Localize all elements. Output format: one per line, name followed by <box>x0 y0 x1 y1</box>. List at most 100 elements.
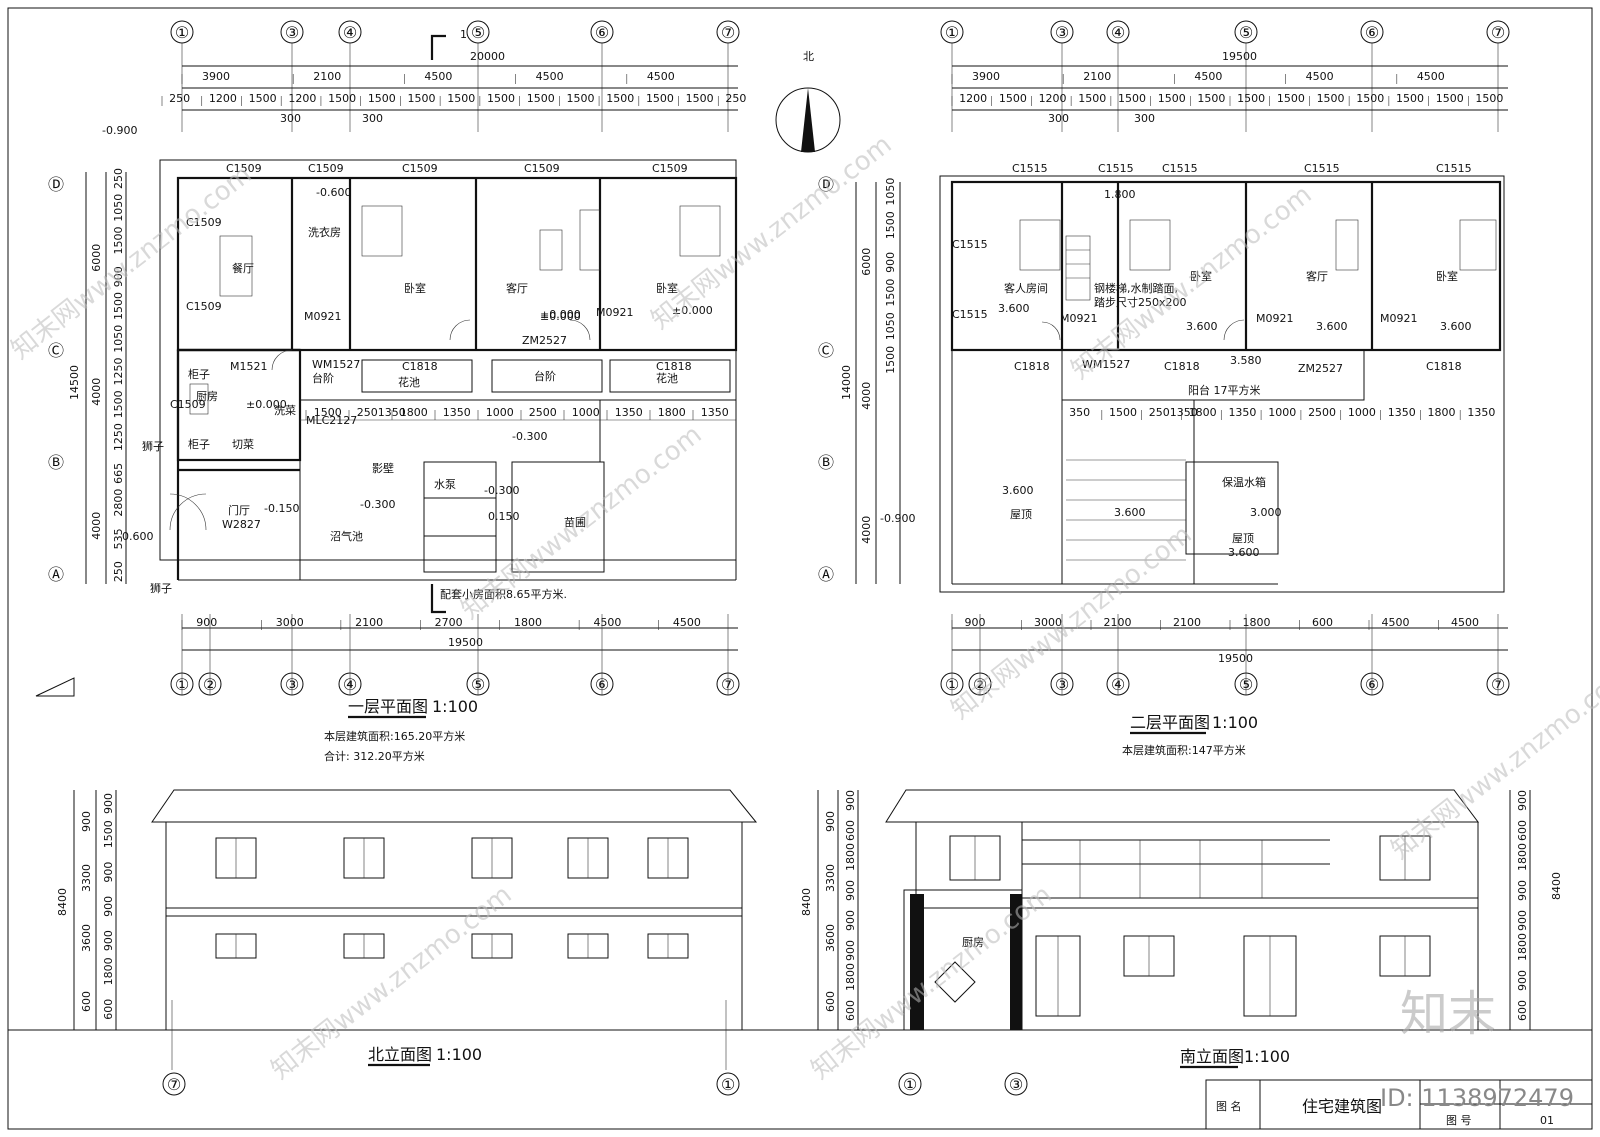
plan1-left2-dim: 1500 <box>112 390 125 418</box>
plan2-top2-dim: 1500 <box>1197 92 1225 105</box>
plan1-top2-dim: 1500 <box>408 92 436 105</box>
plan1-left2-dim: 1500 <box>112 292 125 320</box>
plan1-opening: M1521 <box>230 360 268 373</box>
plan1-room: 柜子 <box>188 368 210 381</box>
plan2-room: 卧室 <box>1436 269 1458 283</box>
plan1-left1-dim: 4000 <box>90 512 103 540</box>
plan2-level: 3.600 <box>1440 320 1472 333</box>
plan2-left2-dim: 1500 <box>884 211 897 239</box>
plan1-left-total: 14500 <box>68 365 81 400</box>
plan1-room: 影壁 <box>372 461 394 475</box>
plan2-mid-dim: 2501350 <box>1149 406 1198 419</box>
south-elev-right-dim: 600 <box>1516 1000 1529 1021</box>
plan1-bottom-dim: 2100 <box>355 616 383 629</box>
plan2-mid-dim: 2500 <box>1308 406 1336 419</box>
plan2-title: 二层平面图 <box>1130 713 1210 732</box>
plan2-bottom-dim: 2100 <box>1173 616 1201 629</box>
plan1-room: 花池 <box>398 376 420 389</box>
plan1-top1-dim: 4500 <box>424 70 452 83</box>
plan2-level: 1.800 <box>1104 188 1136 201</box>
plan1-top2-dim: 1500 <box>487 92 515 105</box>
north-elev2-dim: 900 <box>102 862 115 883</box>
plan1-left2-dim: 1250 <box>112 358 125 386</box>
plan1-room: 门厅 <box>228 503 250 517</box>
plan1-room: 切菜 <box>232 438 254 451</box>
plan2-dim-300b: 300 <box>1134 112 1155 125</box>
plan2-level: -0.900 <box>880 512 915 525</box>
plan1-opening: C1509 <box>524 162 560 175</box>
plan2-bottom-dim: 900 <box>965 616 986 629</box>
plan1-top2-dim: 250 <box>169 92 190 105</box>
plan1-mid-dim: 1000 <box>572 406 600 419</box>
plan2-left1-dim: 6000 <box>860 248 873 276</box>
south-elev2-dim: 900 <box>844 940 857 961</box>
plan2-top2-dim: 1500 <box>1118 92 1146 105</box>
plan2-left2-dim: 1050 <box>884 178 897 206</box>
plan2-stair-note: 钢楼梯,水制踏面, <box>1094 281 1178 295</box>
plan1-left2-dim: 900 <box>112 266 125 287</box>
plan2-top1-dim: 3900 <box>972 70 1000 83</box>
south-elev-title: 南立面图 <box>1180 1047 1244 1066</box>
north-elev1-dim: 3300 <box>80 864 93 892</box>
plan1-left2-dim: 665 <box>112 463 125 484</box>
plan1-top-axis-label: ③ <box>285 23 299 42</box>
plan2-mid-dim: 1800 <box>1189 406 1217 419</box>
plan2-top2-dim: 1500 <box>1317 92 1345 105</box>
plan1-opening: C1509 <box>308 162 344 175</box>
plan1-level-marks: -0.900-0.600±0.000±0.000±0.000±0.000-0.3… <box>102 124 713 543</box>
plan1-scale: 1:100 <box>432 697 478 716</box>
plan1-opening: W2827 <box>222 518 261 531</box>
north-elev2-dim: 1800 <box>102 957 115 985</box>
title-name-value: 住宅建筑图 <box>1302 1097 1382 1116</box>
plan1-left2-dim: 250 <box>112 561 125 582</box>
plan2-area-note: 本层建筑面积:147平方米 <box>1122 743 1246 757</box>
plan1-top2-dim: 1500 <box>527 92 555 105</box>
title-num-value: 01 <box>1540 1114 1554 1127</box>
plan1-level: -0.300 <box>484 484 519 497</box>
plan1-bottom-dim: 900 <box>196 616 217 629</box>
north-elev1-dim: 900 <box>80 811 93 832</box>
plan1-room: 卧室 <box>404 281 426 295</box>
plan2-top2-dim: 1500 <box>1237 92 1265 105</box>
plan1-row-axis: Ⓒ <box>48 341 64 360</box>
plan1-top-axis-label: ⑥ <box>595 23 609 42</box>
plan1-opening: C1818 <box>656 360 692 373</box>
south-elev2-dim: 900 <box>844 880 857 901</box>
plan2-dim-300a: 300 <box>1048 112 1069 125</box>
south-elev-right-dim: 600 <box>1516 820 1529 841</box>
plan2-room: 客厅 <box>1306 269 1328 283</box>
south-elev1-dim: 3300 <box>824 864 837 892</box>
plan1-bottom-dim: 1800 <box>514 616 542 629</box>
north-elev1-dim: 3600 <box>80 924 93 952</box>
plan1-left-dims-row2: 2501050150090015001050125015001250665280… <box>112 168 125 582</box>
plan2-top1-dim: 2100 <box>1083 70 1111 83</box>
plan1-level: ±0.000 <box>540 308 581 321</box>
plan2-room: 屋顶 <box>1010 508 1032 521</box>
north-elev-scale: 1:100 <box>436 1045 482 1064</box>
plan2-room: 屋顶 <box>1232 532 1254 545</box>
north-label: 北 <box>803 50 814 63</box>
plan2-bottom-dim: 3000 <box>1034 616 1062 629</box>
south-elev2-dim: 600 <box>844 1000 857 1021</box>
plan2-opening: ZM2527 <box>1298 362 1343 375</box>
south-elev-axis-1: ① <box>903 1075 917 1094</box>
plan1-bottom-dim: 3000 <box>276 616 304 629</box>
plan1-top1-dim: 3900 <box>202 70 230 83</box>
plan1-room: 狮子 <box>142 440 164 453</box>
plan2-mid-dim: 1000 <box>1268 406 1296 419</box>
north-arrow: 北 <box>775 50 841 153</box>
plan2-opening: C1515 <box>1098 162 1134 175</box>
north-elevation-windows <box>215 837 689 959</box>
plan2-row-axis: Ⓓ <box>818 175 834 194</box>
plan1-top2-dim: 1500 <box>249 92 277 105</box>
plan1-aux-note: 配套小房面积8.65平方米. <box>440 587 567 601</box>
north-elev-title: 北立面图 <box>368 1045 432 1064</box>
plan1-level: ±0.000 <box>672 304 713 317</box>
